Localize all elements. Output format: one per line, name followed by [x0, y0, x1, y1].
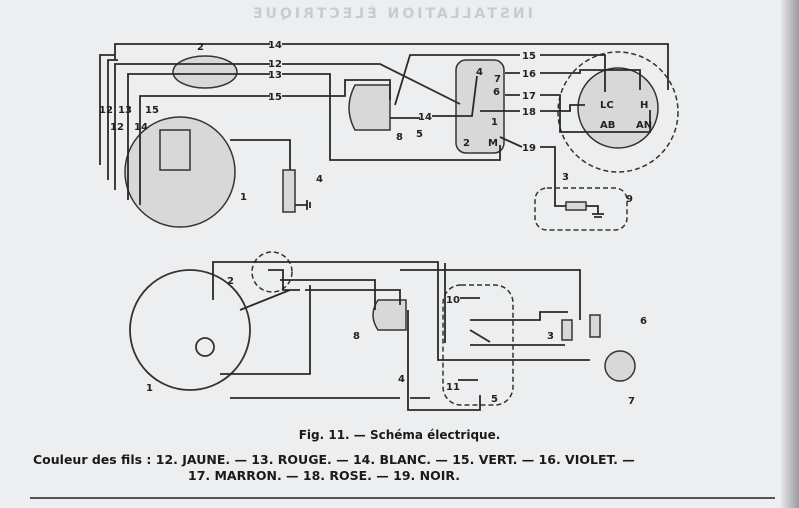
svg-text:12: 12: [268, 59, 282, 70]
wire-labels: 14 12 13 15 15 16 17 18 19 14 12 13 14 1…: [99, 40, 536, 154]
svg-text:12: 12: [99, 105, 113, 116]
svg-text:2: 2: [463, 138, 470, 149]
magneto: [124, 116, 236, 228]
svg-text:1: 1: [240, 192, 247, 203]
coil: [159, 129, 191, 171]
svg-text:12: 12: [110, 122, 124, 133]
switch-box: [455, 59, 505, 154]
legend-title: Couleur des fils :: [33, 452, 152, 467]
svg-text:4: 4: [316, 174, 323, 185]
svg-text:7: 7: [494, 74, 501, 85]
svg-text:3: 3: [547, 331, 554, 342]
svg-text:6: 6: [493, 87, 500, 98]
svg-text:7: 7: [628, 396, 635, 407]
wire-color-legend: Couleur des fils : 12. JAUNE. — 13. ROUG…: [33, 452, 635, 484]
svg-text:10: 10: [446, 295, 460, 306]
svg-text:17: 17: [522, 91, 536, 102]
svg-text:3: 3: [562, 172, 569, 183]
svg-text:15: 15: [268, 92, 282, 103]
divider: [30, 497, 775, 499]
svg-text:11: 11: [446, 382, 460, 393]
svg-text:M: M: [488, 138, 498, 149]
lamp: [604, 350, 636, 382]
svg-text:LC: LC: [600, 100, 614, 111]
svg-text:H: H: [640, 100, 648, 111]
svg-text:8: 8: [396, 132, 403, 143]
svg-text:16: 16: [522, 69, 536, 80]
svg-text:5: 5: [491, 394, 498, 405]
svg-text:AB: AB: [600, 120, 615, 131]
svg-text:18: 18: [522, 107, 536, 118]
bottom-part-labels: 1 2 3 4 5 6 7 8 10 11: [146, 276, 647, 407]
stoplight-switch: [561, 319, 573, 341]
svg-text:9: 9: [626, 194, 633, 205]
part-labels: 1 2 3 4 5 8 9 1 2 4 6 7 M LC H AB AN: [197, 42, 652, 205]
legend-line-1: 12. JAUNE. — 13. ROUGE. — 14. BLANC. — 1…: [155, 452, 635, 467]
magneto-schematic: [129, 269, 251, 391]
scan-edge: [781, 0, 799, 508]
spark-plug: [282, 169, 296, 213]
svg-text:2: 2: [227, 276, 234, 287]
stoplight-switch-box: [534, 187, 628, 231]
fuse: [589, 314, 601, 338]
svg-text:15: 15: [522, 51, 536, 62]
svg-text:4: 4: [476, 67, 483, 78]
svg-text:6: 6: [640, 316, 647, 327]
figure-caption: Fig. 11. — Schéma électrique.: [298, 428, 501, 442]
svg-text:13: 13: [268, 70, 282, 81]
svg-text:14: 14: [418, 112, 432, 123]
legend-line-2: 17. MARRON. — 18. ROSE. — 19. NOIR.: [188, 468, 460, 483]
svg-text:13: 13: [118, 105, 132, 116]
headlight-switch: [577, 67, 659, 149]
svg-text:15: 15: [145, 105, 159, 116]
svg-text:2: 2: [197, 42, 204, 53]
svg-text:AN: AN: [636, 120, 652, 131]
svg-text:5: 5: [416, 129, 423, 140]
cutout-switch: [251, 251, 293, 293]
horn-schematic: [372, 299, 407, 331]
headlight-switch-housing: [557, 51, 679, 173]
svg-text:1: 1: [146, 383, 153, 394]
horn: [348, 84, 391, 131]
svg-text:8: 8: [353, 331, 360, 342]
svg-text:1: 1: [491, 117, 498, 128]
svg-text:4: 4: [398, 374, 405, 385]
svg-text:14: 14: [134, 122, 148, 133]
svg-text:19: 19: [522, 143, 536, 154]
svg-text:14: 14: [268, 40, 282, 51]
